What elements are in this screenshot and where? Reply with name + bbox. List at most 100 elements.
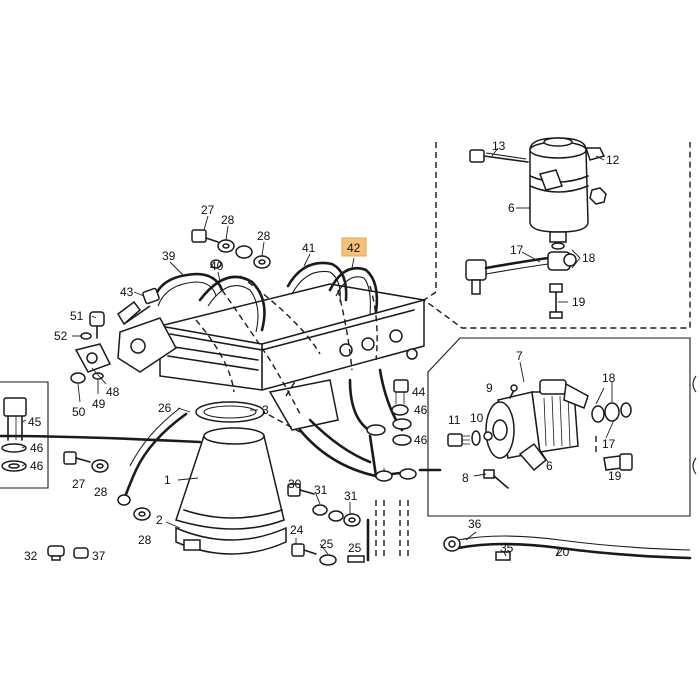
callout-35: 35 (500, 541, 514, 555)
callout-42-highlight (341, 237, 367, 257)
callout-9: 9 (486, 381, 493, 395)
bellows-1 (175, 427, 285, 530)
callout-26: 26 (158, 401, 172, 415)
callout-27-top: 27 (201, 203, 215, 217)
callout-19-pump: 19 (608, 469, 622, 483)
callout-12: 12 (606, 153, 620, 167)
main-leaders (72, 215, 561, 557)
callout-7: 7 (516, 349, 523, 363)
callout-50: 50 (72, 405, 86, 419)
fitting-11 (447, 433, 470, 447)
callout-28-top-b: 28 (257, 229, 271, 243)
pipe-connector (117, 300, 151, 326)
edge-marks (692, 375, 697, 475)
callout-labels: 13 12 6 17 18 19 27 28 28 39 40 41 42 43… (24, 139, 622, 563)
callout-46-left-b: 46 (30, 459, 44, 473)
connector-43 (142, 287, 160, 305)
screw-8 (483, 469, 509, 489)
banjo-fittings (375, 468, 417, 482)
washer-28-top-b (235, 245, 271, 269)
washers-46-left (1, 443, 27, 472)
callout-46-right-b: 46 (414, 433, 428, 447)
manifold (117, 317, 339, 433)
bolt-27-top (191, 229, 219, 243)
callout-48: 48 (106, 385, 120, 399)
callout-40: 40 (210, 259, 224, 273)
screw-19-inset (549, 283, 563, 319)
cap-32 (47, 545, 65, 561)
washer-28-top-a (217, 239, 235, 253)
callout-31-a: 31 (314, 483, 328, 497)
callout-28-lower-a: 28 (94, 485, 108, 499)
washers-46-right (366, 404, 412, 446)
bolt-30 (287, 483, 315, 497)
washer-10 (471, 430, 481, 446)
callout-25-a: 25 (320, 537, 334, 551)
callout-39: 39 (162, 249, 176, 263)
callout-13: 13 (492, 139, 506, 153)
callout-25-b: 25 (348, 541, 362, 555)
callout-28-top-a: 28 (221, 213, 235, 227)
callout-52: 52 (54, 329, 68, 343)
callout-1: 1 (164, 473, 171, 487)
callout-37: 37 (92, 549, 106, 563)
callout-20: 20 (556, 545, 570, 559)
callout-27-lower: 27 (72, 477, 86, 491)
filter-canister-6 (529, 137, 589, 250)
callout-49: 49 (92, 397, 106, 411)
callout-17-pump: 17 (602, 437, 616, 451)
bracket-12 (539, 147, 607, 205)
clamp-2 (175, 526, 287, 555)
clamps-40 (210, 259, 222, 269)
elbow-48 (74, 343, 112, 373)
callout-2: 2 (156, 513, 163, 527)
callout-46-right-a: 46 (414, 403, 428, 417)
bolt-27-lower (63, 451, 91, 465)
inset-pump-panel (427, 337, 691, 517)
callout-3: 3 (262, 403, 269, 417)
callout-11: 11 (448, 413, 461, 427)
fuel-line-pipe (0, 434, 692, 562)
hose-41 (286, 261, 348, 303)
callout-32: 32 (24, 549, 38, 563)
washers-31 (312, 504, 361, 527)
inset-filter-panel (422, 137, 691, 329)
callout-28-lower-b: 28 (138, 533, 152, 547)
callout-17-inset: 17 (510, 243, 524, 257)
hose-42 (328, 266, 379, 315)
washer-52 (80, 332, 92, 340)
callout-19-inset: 19 (572, 295, 586, 309)
bolt-13 (469, 149, 529, 163)
fitting-35 (495, 551, 511, 561)
callout-36: 36 (468, 517, 482, 531)
callout-6-pump: 6 (546, 459, 553, 473)
callout-18-pump: 18 (602, 371, 616, 385)
callout-41: 41 (302, 241, 316, 255)
callout-43: 43 (120, 285, 134, 299)
pump-6 (483, 379, 589, 472)
bolt-24 (291, 543, 317, 557)
callout-46-left-a: 46 (30, 441, 44, 455)
callout-30: 30 (288, 477, 302, 491)
hose-17-inset (465, 251, 577, 295)
washers-18 (591, 402, 632, 423)
callout-8: 8 (462, 471, 469, 485)
screw-9 (509, 384, 518, 399)
ring-3 (195, 401, 265, 423)
callout-45: 45 (28, 415, 42, 429)
callout-18-inset: 18 (582, 251, 596, 265)
fitting-44 (393, 379, 409, 404)
callout-42: 42 (347, 241, 361, 255)
cap-37 (73, 547, 89, 559)
callout-44: 44 (412, 385, 426, 399)
callout-10: 10 (470, 411, 484, 425)
callout-6-inset: 6 (508, 201, 515, 215)
screw-19-pump (603, 453, 633, 471)
fitting-36 (443, 536, 461, 552)
callout-31-b: 31 (344, 489, 358, 503)
fitting-25 (319, 554, 365, 566)
bolt-45 (3, 397, 27, 441)
dashed-hose-routing (195, 275, 409, 560)
